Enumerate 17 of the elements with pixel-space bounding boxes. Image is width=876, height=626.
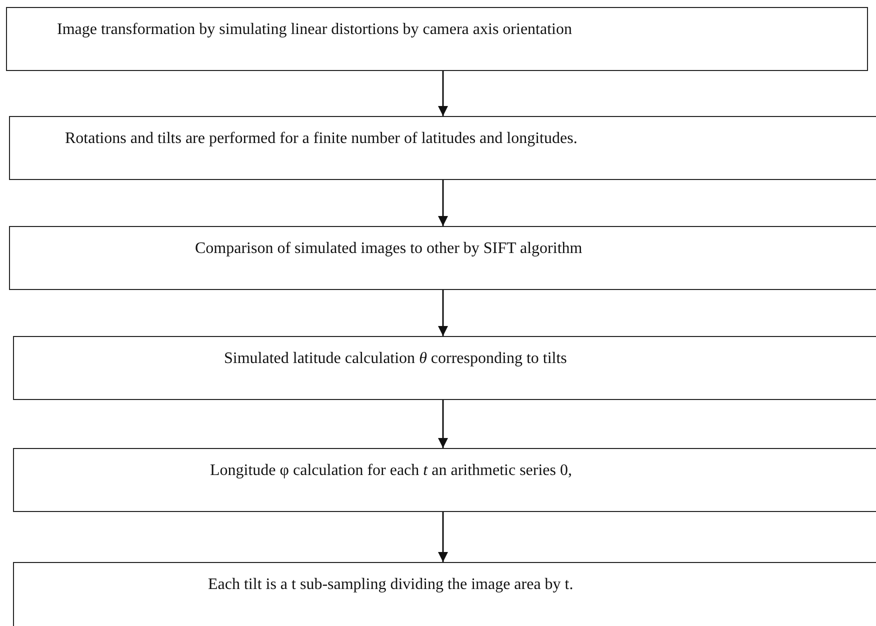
step-text: Image transformation by simulating linear distortions by camera axis orientation	[57, 21, 572, 39]
arrow	[438, 512, 448, 562]
arrow	[438, 290, 448, 336]
step-text: Simulated latitude calculation θ corresponding to tilts	[224, 350, 567, 368]
process-box	[6, 7, 868, 71]
arrow	[438, 71, 448, 116]
process-box	[13, 448, 876, 512]
arrow	[438, 400, 448, 448]
process-box	[13, 336, 876, 400]
step-text: Rotations and tilts are performed for a finite number of latitudes and longitudes.	[65, 130, 578, 148]
process-box	[9, 116, 876, 180]
process-box	[9, 226, 876, 290]
step-text: Each tilt is a t sub-sampling dividing the image area by t.	[208, 576, 574, 594]
process-box	[13, 562, 876, 626]
arrow	[438, 180, 448, 226]
step-text: Longitude φ calculation for each t an arithmetic series 0,	[210, 462, 572, 480]
step-text: Comparison of simulated images to other by SIFT algorithm	[195, 240, 582, 258]
